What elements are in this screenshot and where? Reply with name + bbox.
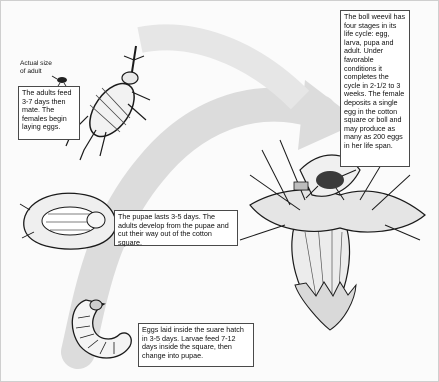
pupa-stage-note: The pupae lasts 3-5 days. The adults dev… [114, 210, 238, 246]
weevil-actual-size-icon [52, 76, 67, 86]
pupa-icon [20, 193, 116, 249]
lifecycle-overview-note: The boll weevil has four stages in its l… [340, 10, 410, 167]
cotton-square-icon [240, 140, 425, 330]
adult-stage-note: The adults feed 3-7 days then mate. The … [18, 86, 80, 140]
egg-larva-stage-note: Eggs laid inside the suare hatch in 3-5 … [138, 323, 254, 367]
actual-size-label: Actual size of adult [20, 60, 80, 75]
